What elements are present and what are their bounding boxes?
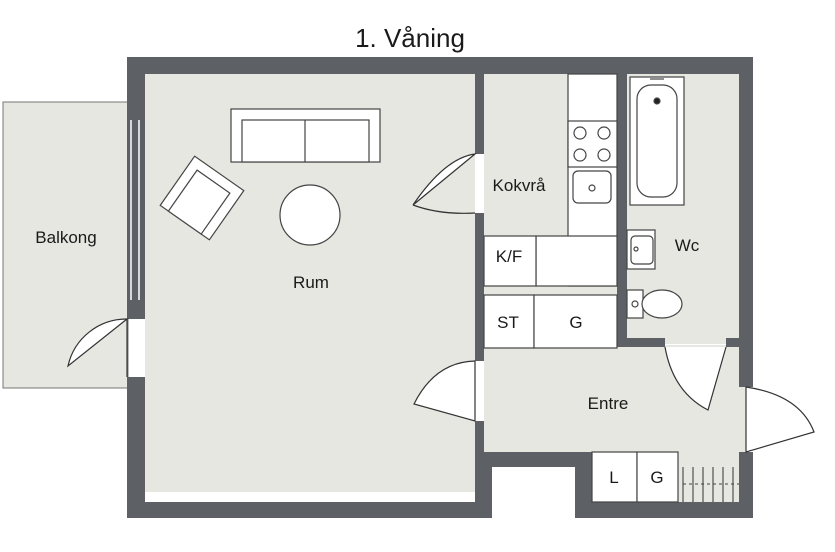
kitchen-counter [483,73,618,349]
armchair [159,155,245,241]
balcony-area [2,101,129,389]
bathtub [629,76,685,206]
room-label-wc: Wc [675,236,700,255]
doors [67,153,815,453]
toilet [626,289,683,319]
fixture-label-st: ST [497,313,519,332]
fixture-label-kf: K/F [496,247,522,266]
room-label-balkong: Balkong [35,228,96,247]
fixture-label-g-kitchen: G [569,313,582,332]
stove [567,120,618,168]
room-label-rum: Rum [293,273,329,292]
room-label-kokvra: Kokvrå [493,176,546,195]
balcony-door [67,318,129,377]
window-marks [130,120,140,300]
kitchen-sink [572,170,612,204]
room-label-entre: Entre [588,394,629,413]
sofa [230,108,381,163]
fixture-label-l: L [609,468,618,487]
walls [127,57,753,518]
wc-door [664,346,727,411]
round-table [279,184,341,246]
fixture-label-g-entre: G [650,468,663,487]
entrance-door [745,386,815,453]
entre-wardrobe [591,451,679,503]
shoe-rack [682,467,739,502]
plan-title: 1. Våning [355,23,465,53]
kitchen-door [412,153,478,214]
room-door [413,360,476,422]
wc-sink [626,229,656,270]
